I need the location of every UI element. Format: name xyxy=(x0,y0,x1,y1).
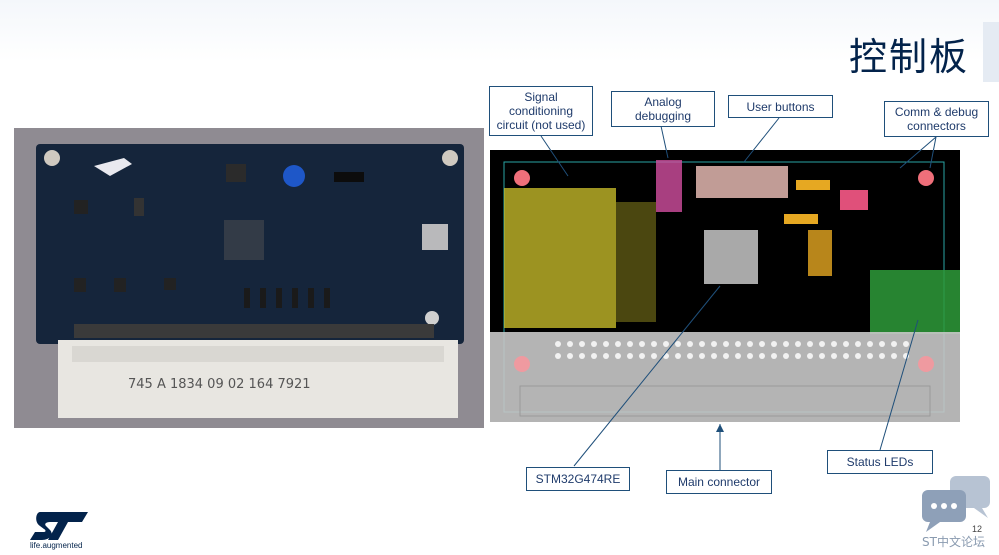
callout-main-connector: Main connector xyxy=(666,470,772,494)
page-number: 12 xyxy=(972,524,983,534)
chat-bubble-icon xyxy=(922,476,990,532)
user-buttons-region xyxy=(696,166,788,198)
title-accent xyxy=(983,22,999,82)
status-leds-region xyxy=(870,270,960,334)
callout-status-leds: Status LEDs xyxy=(827,450,933,474)
callout-signal-conditioning: Signal conditioning circuit (not used) xyxy=(489,86,593,136)
forum-label: ST中文论坛 xyxy=(922,535,985,549)
st-tagline: life.augmented xyxy=(30,541,83,550)
analog-debug-region xyxy=(656,160,682,212)
signal-conditioning-region xyxy=(504,188,616,328)
mcu-region xyxy=(704,230,758,284)
callout-user-buttons: User buttons xyxy=(728,95,833,118)
callout-comm-debug: Comm & debug connectors xyxy=(884,101,989,137)
slide-title: 控制板 xyxy=(848,35,969,79)
pcb-layout xyxy=(490,150,960,422)
callout-mcu: STM32G474RE xyxy=(526,467,630,491)
connector-print: 745 A 1834 09 02 164 7921 xyxy=(128,377,311,392)
board-photo: 745 A 1834 09 02 164 7921 xyxy=(14,128,484,428)
callout-analog-debugging: Analog debugging xyxy=(611,91,715,127)
st-logo-icon xyxy=(30,512,88,540)
title-bar xyxy=(0,0,999,62)
